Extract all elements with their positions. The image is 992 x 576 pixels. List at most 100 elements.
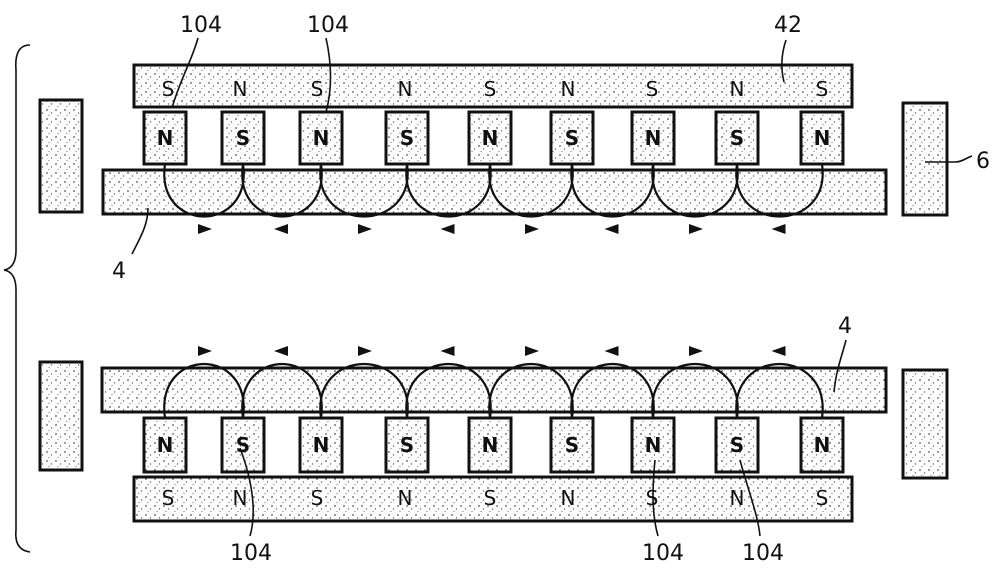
top-magnet-pole-label: N	[313, 126, 330, 150]
top-flux-arrow	[358, 224, 372, 234]
leader-104-c	[239, 447, 254, 537]
bar-4-bottom	[100, 366, 888, 414]
leader-104-b	[325, 37, 332, 113]
leader-42	[781, 39, 787, 83]
ref-label-104-d: 104	[642, 541, 684, 566]
side-block-right-bottom	[901, 368, 949, 480]
bottom-flux-arrow	[274, 346, 288, 356]
leader-104-a	[171, 37, 199, 109]
bottom-flux-loop	[405, 362, 492, 419]
bottom-flux-loop	[319, 362, 409, 419]
ref-label-104-b: 104	[307, 13, 349, 38]
bottom-flux-arrow	[689, 346, 703, 356]
side-block-right-top	[901, 101, 949, 217]
top-flux-loop	[405, 163, 492, 218]
bottom-magnet	[384, 416, 430, 474]
bottom-magnet	[220, 416, 266, 474]
bottom-backing-pole-label: N	[730, 486, 745, 510]
top-magnet	[298, 110, 344, 166]
backing-plate-top	[132, 63, 854, 109]
bottom-magnet-pole-label: N	[157, 433, 174, 457]
leader-6	[925, 155, 973, 163]
top-flux-loop	[319, 163, 409, 218]
top-magnet-pole-label: S	[236, 126, 250, 150]
top-flux-loop	[735, 163, 824, 218]
bracket-brace	[3, 44, 31, 553]
top-backing-pole-label: S	[484, 77, 497, 101]
bottom-magnet	[799, 416, 845, 474]
bottom-magnet-pole-label: N	[313, 433, 330, 457]
top-flux-arrow	[198, 224, 212, 234]
flux-loops-bottom	[163, 346, 824, 419]
bottom-backing-pole-label: S	[484, 486, 497, 510]
top-magnet-pole-label: N	[157, 126, 174, 150]
top-flux-arrow	[440, 224, 455, 234]
top-backing-pole-label: N	[233, 77, 248, 101]
bottom-backing-pole-label: N	[233, 486, 248, 510]
leader-4-top	[131, 207, 149, 255]
top-flux-arrow	[689, 224, 703, 234]
bottom-flux-arrow	[198, 346, 212, 356]
bottom-backing-pole-label: N	[561, 486, 576, 510]
top-backing-pole-label: N	[561, 77, 576, 101]
bar-4-top	[101, 168, 888, 216]
bottom-flux-loop	[651, 362, 739, 419]
bottom-magnet-pole-label: N	[482, 433, 499, 457]
bottom-flux-arrow	[525, 346, 539, 356]
bottom-magnet-pole-label: N	[814, 433, 831, 457]
top-flux-loop	[488, 163, 574, 218]
top-magnet	[142, 110, 188, 166]
bottom-flux-arrow	[440, 346, 455, 356]
top-magnet-pole-label: S	[730, 126, 744, 150]
top-magnet-pole-label: N	[814, 126, 831, 150]
top-backing-pole-label: N	[398, 77, 413, 101]
top-flux-arrow	[525, 224, 539, 234]
bottom-backing-pole-label: S	[816, 486, 829, 510]
ref-label-6: 6	[976, 149, 990, 174]
bottom-flux-arrow	[604, 346, 619, 356]
bottom-backing-pole-label: S	[162, 486, 175, 510]
bottom-flux-loop	[735, 362, 824, 419]
top-magnet	[220, 110, 266, 166]
bottom-backing-pole-label: S	[646, 486, 659, 510]
bottom-flux-loop	[488, 362, 574, 419]
ref-label-104-e: 104	[742, 541, 784, 566]
top-backing-pole-label: N	[730, 77, 745, 101]
ref-label-42: 42	[774, 13, 802, 38]
top-backing-pole-label: S	[311, 77, 324, 101]
bottom-magnet-pole-label: S	[730, 433, 744, 457]
top-flux-loop	[651, 163, 739, 218]
bottom-magnet-pole-label: N	[645, 433, 662, 457]
leader-104-d	[652, 459, 659, 537]
ref-label-4-bottom: 4	[838, 314, 852, 339]
bottom-magnet	[298, 416, 344, 474]
top-magnet-pole-label: S	[400, 126, 414, 150]
top-backing-pole-label: S	[816, 77, 829, 101]
top-flux-arrow	[604, 224, 619, 234]
bottom-backing-pole-label: S	[311, 486, 324, 510]
top-flux-loop	[570, 163, 655, 218]
bottom-magnet-pole-label: S	[236, 433, 250, 457]
bottom-magnet-pole-label: S	[400, 433, 414, 457]
leader-104-e	[739, 459, 761, 537]
bottom-magnet	[549, 416, 595, 474]
top-magnet-pole-label: N	[482, 126, 499, 150]
bottom-flux-loop	[241, 362, 323, 419]
bottom-flux-loop	[163, 362, 245, 419]
bottom-backing-pole-label: N	[398, 486, 413, 510]
top-magnet-pole-label: S	[565, 126, 579, 150]
ref-label-104-a: 104	[180, 13, 222, 38]
bottom-magnet-pole-label: S	[565, 433, 579, 457]
side-block-left-top	[38, 98, 84, 214]
flux-loops-top	[163, 163, 824, 234]
top-flux-loop	[163, 163, 245, 218]
top-flux-loop	[241, 163, 323, 218]
leader-4-bottom	[833, 339, 847, 393]
top-backing-pole-label: S	[162, 77, 175, 101]
ref-label-4-top: 4	[112, 259, 126, 284]
